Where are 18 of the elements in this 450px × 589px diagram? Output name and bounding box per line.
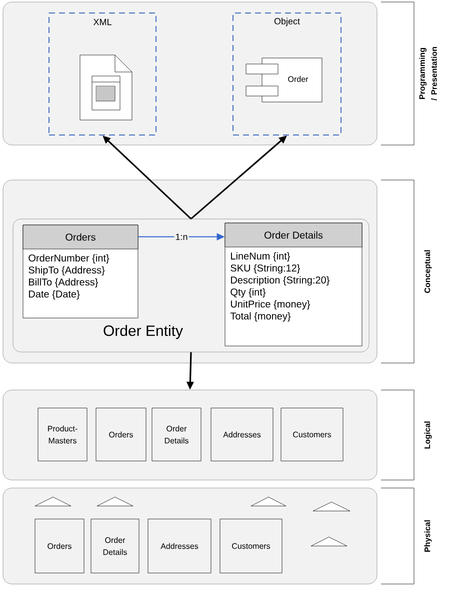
- table-box: Order Details: [152, 408, 202, 462]
- dashed-frame: XML: [48, 12, 156, 136]
- component-box: Order: [246, 58, 322, 102]
- layer-label: Programming / Presentation: [419, 47, 437, 100]
- table-box: Customers: [280, 408, 344, 462]
- table-box: Orders: [34, 518, 84, 574]
- table-box: Product-Masters: [38, 408, 88, 462]
- entity-table: Order Details LineNum {int} SKU {String:12} Description {String:20} Qty {int} UnitPrice {money} Total {money}: [224, 222, 362, 346]
- layer-label: Logical: [424, 422, 432, 448]
- entity-table: Orders OrderNumber {int} ShipTo {Address} BillTo {Address} Date {Date}: [22, 224, 138, 318]
- table-box: Order Details: [90, 518, 140, 574]
- edge-label: 1:n: [174, 232, 189, 241]
- table-box: Addresses: [148, 518, 212, 574]
- layer-label: Physical: [424, 520, 432, 552]
- table-box: Addresses: [210, 408, 274, 462]
- table-box: Orders: [96, 408, 146, 462]
- layer-label: Conceptual: [424, 250, 432, 293]
- table-box: Customers: [220, 518, 282, 574]
